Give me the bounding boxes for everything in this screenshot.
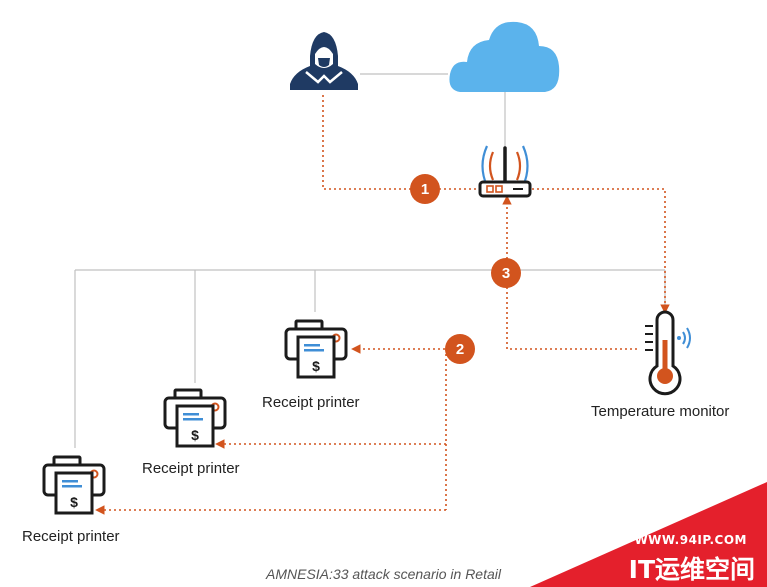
printer-1-label: Receipt printer	[22, 528, 120, 545]
network-lines	[74, 73, 666, 448]
watermark-url: WWW.94IP.COM	[634, 533, 747, 547]
attack-path-attacker-router	[322, 95, 478, 190]
printer-icon-3	[284, 319, 348, 379]
thermometer-icon	[645, 310, 691, 396]
printer-2-label: Receipt printer	[142, 460, 240, 477]
printer-icon-1	[42, 455, 106, 515]
step-badge-2: 2	[445, 334, 475, 364]
step-badge-3: 3	[491, 258, 521, 288]
printer-3-label: Receipt printer	[262, 394, 360, 411]
temperature-monitor-label: Temperature monitor	[591, 403, 730, 420]
hacker-icon	[290, 32, 358, 90]
watermark-brand: IT运维空间	[628, 555, 755, 584]
watermark-triangle	[530, 482, 767, 587]
attack-path-monitor-router	[502, 195, 637, 350]
diagram-caption: AMNESIA:33 attack scenario in Retail	[266, 566, 501, 582]
attack-paths	[95, 95, 670, 515]
attack-path-router-monitor	[532, 188, 670, 314]
printer-icon-2	[163, 388, 227, 448]
router-icon	[478, 145, 532, 198]
cloud-icon	[449, 21, 560, 92]
step-badge-1: 1	[410, 174, 440, 204]
